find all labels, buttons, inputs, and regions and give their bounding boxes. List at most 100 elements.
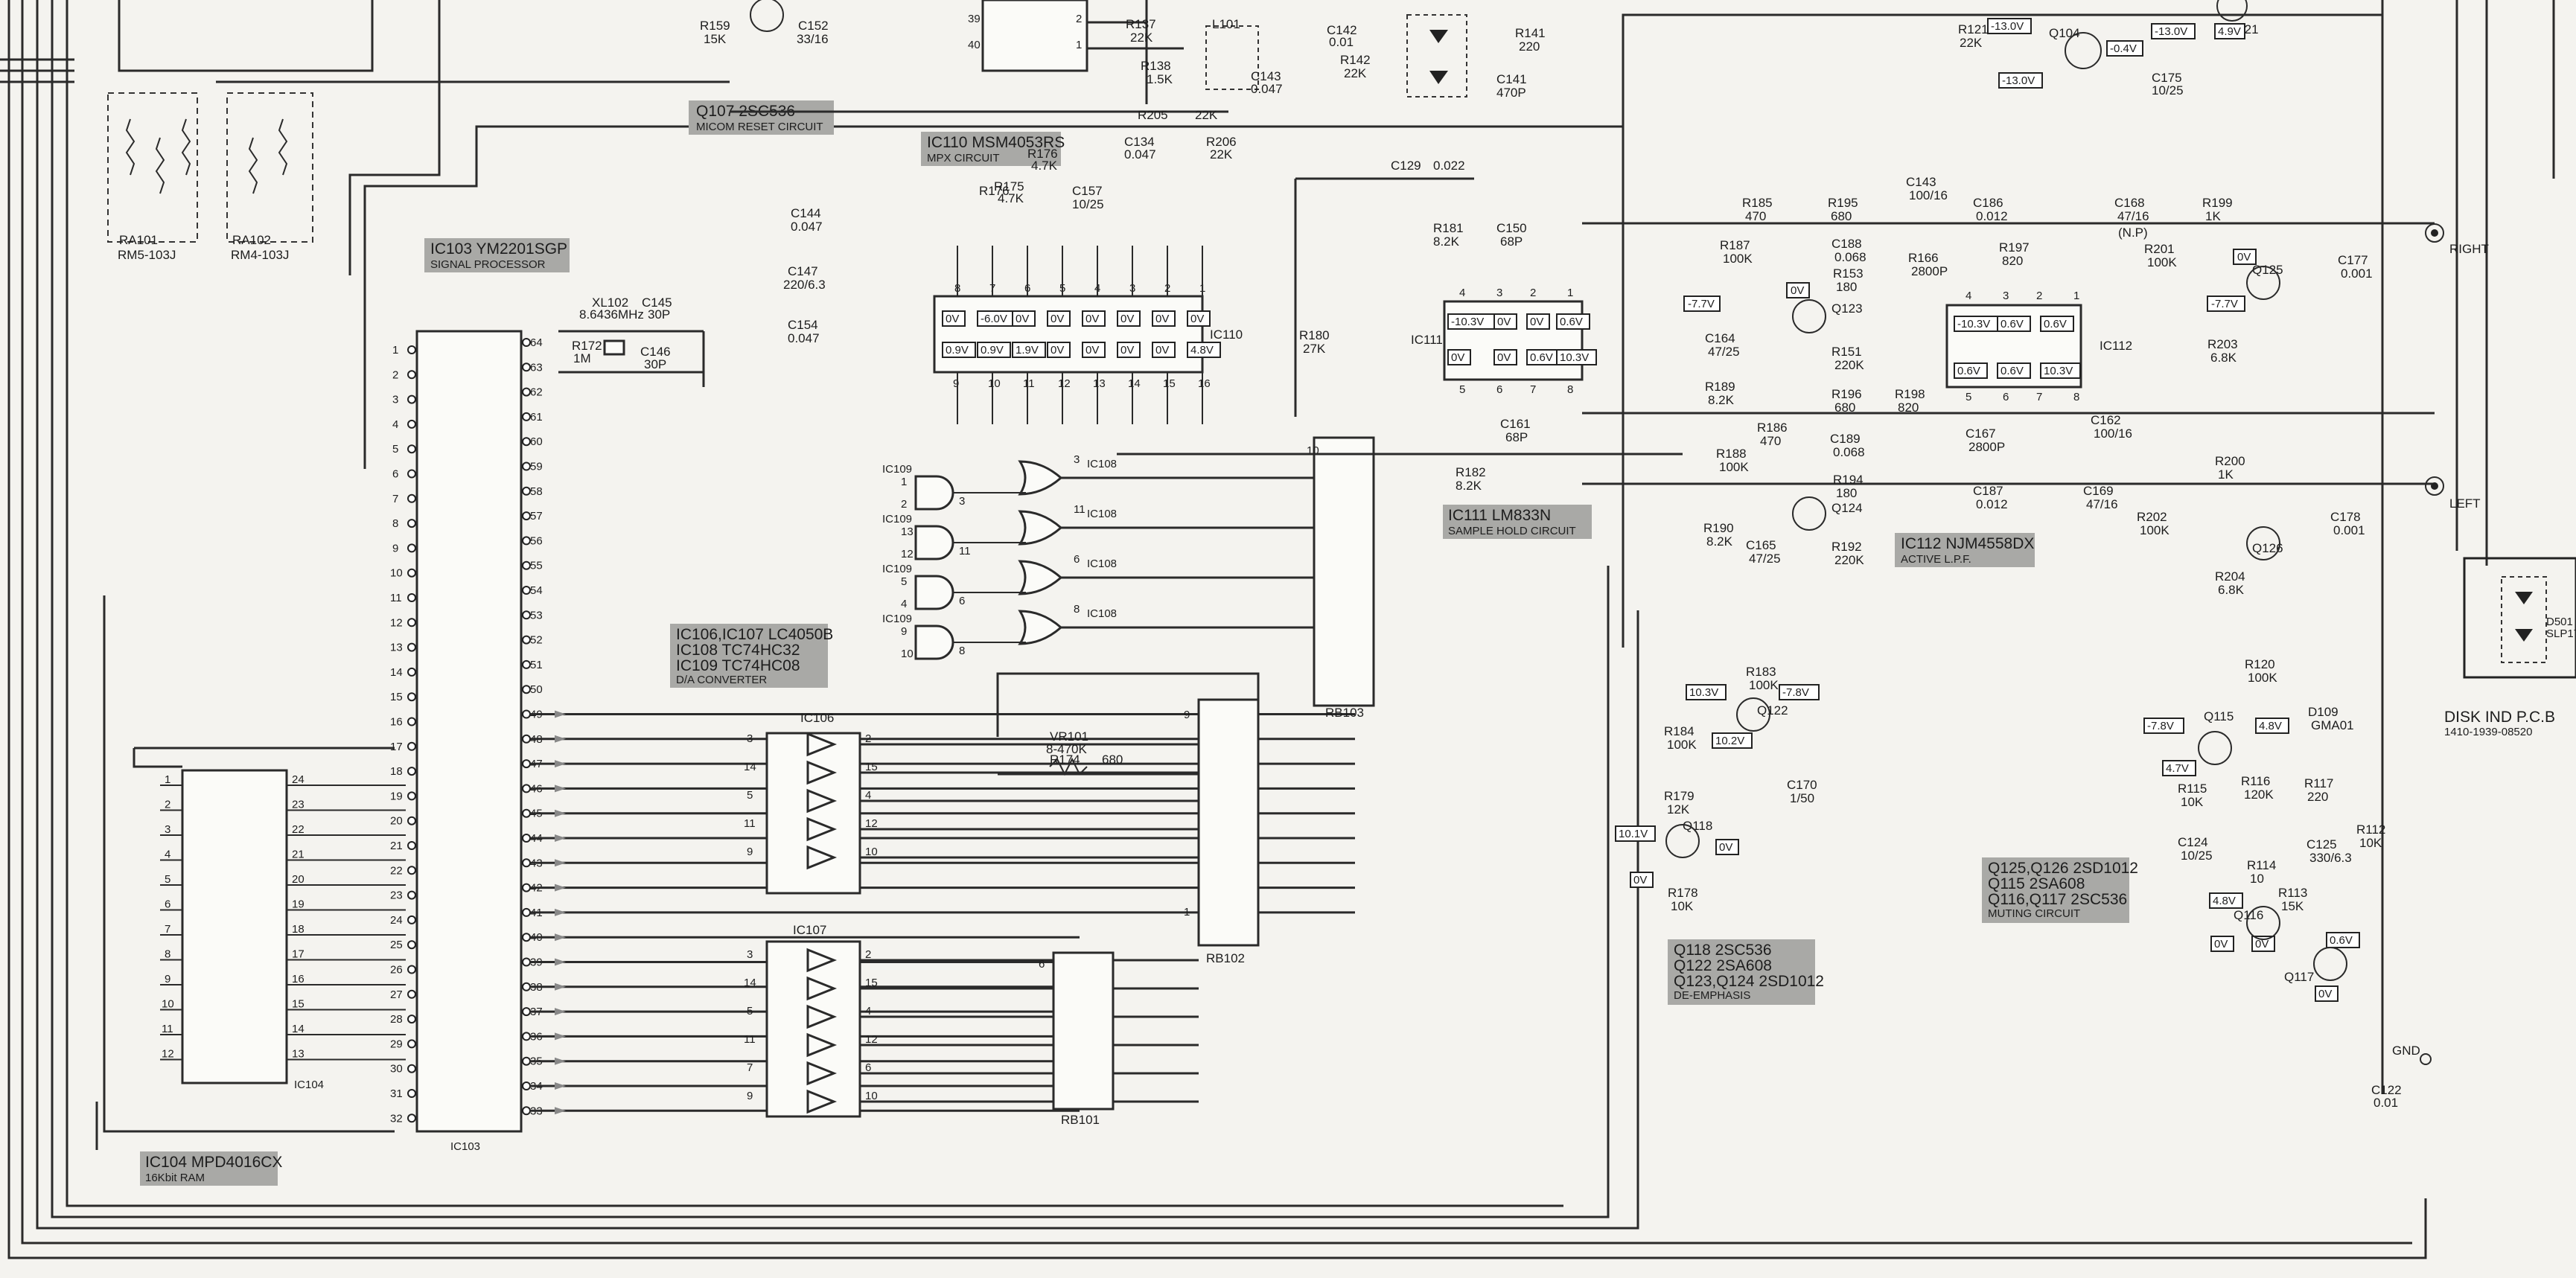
ic110-v-box — [1012, 310, 1036, 327]
ic103-pin-dot — [522, 709, 531, 719]
r141-label: R141 — [1515, 26, 1546, 40]
gate-pin: 2 — [901, 498, 907, 511]
part-r117: R117 — [2304, 776, 2333, 790]
ic103-pin-56: 56 — [530, 534, 543, 547]
c144-label: C144 — [791, 206, 821, 220]
ic110-v-box — [1152, 342, 1176, 358]
gates-title: IC106,IC107 LC4050B — [676, 626, 833, 643]
part-c167: C167 — [1966, 426, 1996, 441]
ic104-pin-24: 24 — [292, 773, 305, 786]
ic103-pin-dot — [407, 1064, 416, 1073]
ic103-pin-dot — [522, 412, 531, 421]
ic103-pin-62: 62 — [530, 386, 543, 399]
ic111-pin-2: 2 — [1530, 287, 1536, 299]
part-c177: C177 — [2338, 253, 2368, 267]
signal-arrow — [555, 1008, 566, 1016]
left-jack[interactable] — [2425, 476, 2444, 496]
ic111-v: 0.6V — [1530, 351, 1553, 364]
part-c162: C162 — [2091, 413, 2121, 427]
gate-pin: 6 — [1074, 553, 1080, 566]
ic112-label: IC112 — [2100, 339, 2132, 353]
ic103-pin-dot — [522, 1007, 531, 1017]
r182-label: R182 — [1456, 465, 1486, 479]
svg-text:1: 1 — [1076, 39, 1082, 51]
part-value: 10/25 — [2181, 849, 2213, 863]
q118-v: 10.3V — [1689, 686, 1718, 699]
left-label: LEFT — [2449, 496, 2481, 511]
part-r196: R196 — [1831, 387, 1862, 401]
part-value: 0.012 — [1976, 209, 2008, 223]
r174-label: R174 — [1050, 753, 1080, 767]
ic103-pin-dot — [407, 394, 416, 404]
ic103-chip — [415, 330, 523, 1133]
r180-label: R180 — [1299, 328, 1330, 342]
ic103-pin-dot — [407, 469, 416, 479]
q121-symbol — [2216, 0, 2248, 22]
buffer-amp — [806, 948, 838, 973]
ic103-pin-dot — [407, 642, 416, 652]
rb102-chip — [1197, 698, 1260, 947]
ic104-pin-3: 3 — [165, 823, 170, 836]
ic111-pin-7: 7 — [1530, 383, 1536, 396]
d501-value: SLP17 — [2546, 627, 2576, 640]
ic103-pin-dot — [522, 834, 531, 843]
r142-label: R142 — [1340, 53, 1371, 67]
part-value: 470 — [1745, 209, 1766, 223]
part-r199: R199 — [2202, 196, 2233, 210]
ic103-pin-8: 8 — [392, 517, 398, 530]
ic110-v-box — [942, 310, 966, 327]
deemph-v1: -7.7V — [1688, 298, 1715, 310]
ic110-v: 0V — [1085, 313, 1099, 325]
ic103-pin-13: 13 — [390, 642, 403, 654]
disk-subtitle: 1410-1939-08520 — [2444, 726, 2532, 738]
part-q117: Q117 — [2284, 970, 2314, 984]
ic103-pin-dot — [522, 536, 531, 546]
ic111-pin-3: 3 — [1496, 287, 1502, 299]
ic112-pin-3: 3 — [2003, 290, 2009, 302]
ic111-chip — [1443, 300, 1584, 381]
ic110-pin-15: 15 — [1163, 377, 1176, 390]
part-value: 15K — [2281, 899, 2304, 913]
r138-value: 1.5K — [1147, 72, 1173, 86]
ic103-pin-dot — [407, 940, 416, 950]
right-jack[interactable] — [2425, 223, 2444, 243]
vr101-label: VR101 — [1050, 729, 1088, 744]
gates-line3: IC109 TC74HC08 — [676, 657, 800, 674]
ic110-v: 0V — [1051, 344, 1064, 357]
ic103-subtitle: SIGNAL PROCESSOR — [430, 258, 546, 271]
part-r185: R185 — [1742, 196, 1773, 210]
part-value: 100K — [1667, 738, 1697, 752]
deemph-title2: Q122 2SA608 — [1674, 957, 1772, 974]
part-np: (N.P) — [2118, 226, 2148, 240]
ic103-pin-dot — [407, 444, 416, 454]
deemph-title1: Q118 2SC536 — [1674, 942, 1772, 959]
ic103-pin-dot — [522, 1032, 531, 1041]
r180-value: 27K — [1303, 342, 1326, 356]
ic104-pin-2: 2 — [165, 799, 170, 811]
r176-top-label: R176 — [1027, 147, 1058, 161]
part-r203: R203 — [2207, 337, 2238, 351]
ic103-pin-50: 50 — [530, 683, 543, 696]
ic104-label: IC104 — [294, 1079, 324, 1091]
mute-v: -7.8V — [2147, 720, 2174, 732]
buffer-amp — [806, 976, 838, 1001]
part-c168: C168 — [2114, 196, 2145, 210]
r121-label: R121 — [1958, 22, 1989, 36]
r205-label: R205 — [1138, 108, 1168, 122]
part-r190: R190 — [1703, 521, 1734, 535]
ic106-buf-out-2: 2 — [865, 732, 871, 745]
ic104-pin-13: 13 — [292, 1048, 305, 1061]
ic103-pin-dot — [407, 692, 416, 702]
part-value: 820 — [2002, 254, 2023, 268]
top-right-block: R121 22K Q104 Q121 -13.0V -0.4V -13.0V -… — [1958, 0, 2259, 98]
ic103-label: IC103 — [450, 1140, 480, 1153]
ic103-pin-15: 15 — [390, 691, 403, 703]
ic112-pin-8: 8 — [2073, 391, 2079, 403]
part-c125: C125 — [2306, 837, 2337, 852]
q122-symbol — [1736, 697, 1770, 732]
q118-v: 0V — [1719, 841, 1732, 854]
ic104-pin-12: 12 — [162, 1048, 174, 1061]
ic107-buf-out-10: 10 — [865, 1090, 878, 1102]
q104-label: Q104 — [2049, 26, 2080, 40]
c152-label: C152 — [798, 19, 829, 33]
